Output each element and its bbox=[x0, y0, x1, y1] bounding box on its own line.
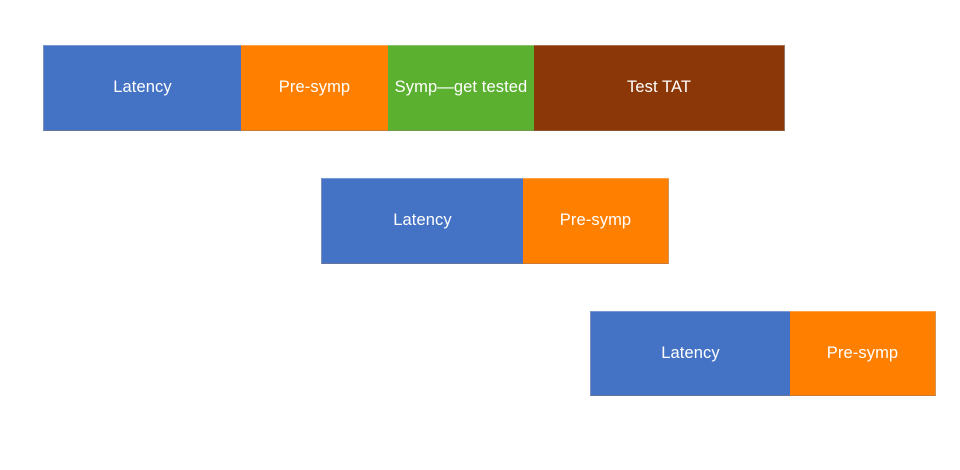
segment-label: Latency bbox=[393, 211, 452, 230]
segment-symp-get-tested[interactable]: Symp—get tested bbox=[388, 45, 534, 131]
segment-label: Symp—get tested bbox=[394, 78, 528, 97]
segment-latency[interactable]: Latency bbox=[590, 311, 790, 396]
segment-test-tat[interactable]: Test TAT bbox=[534, 45, 785, 131]
timeline-bar-3: Latency Pre-symp bbox=[590, 311, 936, 396]
timeline-bar-1: Latency Pre-symp Symp—get tested Test TAT bbox=[43, 45, 785, 131]
segment-label: Pre-symp bbox=[826, 343, 899, 362]
segment-label: Latency bbox=[113, 78, 172, 97]
segment-label: Latency bbox=[661, 343, 720, 362]
segment-latency[interactable]: Latency bbox=[321, 178, 523, 264]
segment-pre-symp[interactable]: Pre-symp bbox=[790, 311, 936, 396]
segment-pre-symp[interactable]: Pre-symp bbox=[241, 45, 388, 131]
segment-latency[interactable]: Latency bbox=[43, 45, 241, 131]
segment-label: Test TAT bbox=[626, 78, 692, 97]
segment-pre-symp[interactable]: Pre-symp bbox=[523, 178, 669, 264]
timeline-bar-2: Latency Pre-symp bbox=[321, 178, 669, 264]
segment-label: Pre-symp bbox=[559, 211, 632, 230]
segment-label: Pre-symp bbox=[278, 78, 351, 97]
